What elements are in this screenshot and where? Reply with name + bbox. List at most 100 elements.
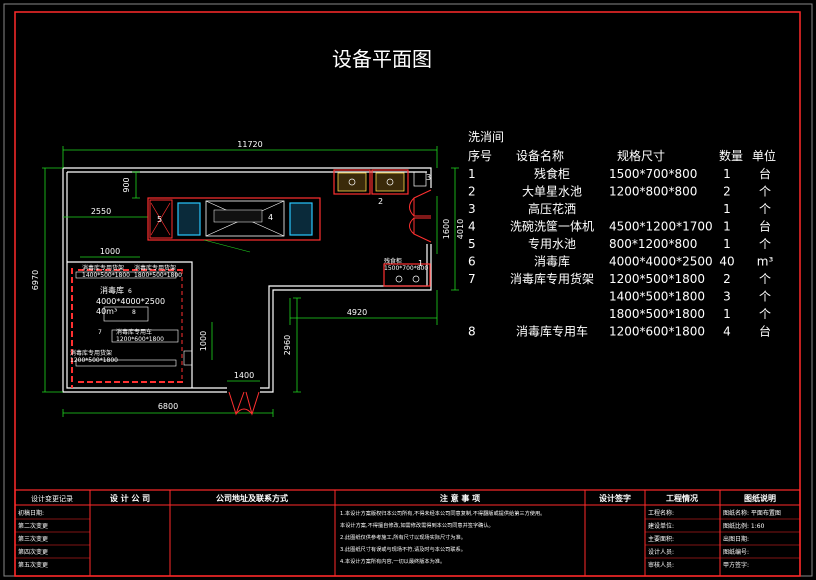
- disinfection-room: 消毒库专用货架 1400*500*1800 消毒库专用货架 1800*500*1…: [70, 264, 193, 388]
- tb-col-project: 工程情况: [666, 493, 698, 503]
- legend-row-no: 5: [468, 237, 476, 251]
- legend-row-spec: 4000*4000*2500: [609, 255, 713, 269]
- tb-change-row: 第二次变更: [18, 522, 48, 530]
- legend-row-qty: 2: [723, 272, 731, 286]
- label-fixture-1: 残食柜: [384, 257, 402, 265]
- legend-row-qty: 4: [723, 325, 731, 339]
- legend-row-spec: 1800*500*1800: [609, 307, 705, 321]
- legend-row-qty: 1: [723, 202, 731, 216]
- legend-row-qty: 1: [723, 237, 731, 251]
- label-4: 4: [268, 213, 273, 222]
- legend-row-spec: 1200*600*1800: [609, 325, 705, 339]
- tb-project-list: 工程名称:建设单位:主要面积:设计人员:审核人员:: [648, 509, 674, 569]
- tb-change-row: 第五次变更: [18, 561, 48, 569]
- label-3: 3: [426, 173, 431, 182]
- dim-4920: 4920: [347, 308, 367, 317]
- dim-1600: 1600: [442, 219, 451, 239]
- dim-2550: 2550: [91, 207, 111, 216]
- room-label: 消毒库: [100, 285, 124, 295]
- tb-project-row: 审核人员:: [648, 561, 674, 569]
- label-8: 8: [132, 309, 136, 316]
- legend-row-no: 7: [468, 272, 476, 286]
- legend-row-qty: 1: [723, 307, 731, 321]
- shelf-a-spec: 1400*500*1800: [82, 272, 130, 279]
- label-1: 1: [418, 259, 423, 268]
- room-no: 6: [128, 288, 132, 295]
- legend-header-qty: 数量: [719, 148, 743, 163]
- legend-row-spec: 800*1200*800: [609, 237, 697, 251]
- legend-row-no: 6: [468, 255, 476, 269]
- tb-col-address: 公司地址及联系方式: [216, 493, 288, 503]
- legend-row-unit: 台: [759, 166, 771, 181]
- legend-row-qty: 1: [723, 220, 731, 234]
- legend-header-no: 序号: [468, 148, 492, 163]
- tb-note-row: 4.本设计方案所有内容,一切以最终版本为准。: [340, 557, 445, 565]
- label-2: 2: [378, 197, 383, 206]
- cart-label: 消毒库专用车: [116, 328, 152, 336]
- double-sinks: 2: [333, 169, 409, 206]
- legend-row-qty: 3: [723, 290, 731, 304]
- legend-row-no: 2: [468, 185, 476, 199]
- legend-row-spec: 1200*800*800: [609, 185, 697, 199]
- tb-col-changes: 设计变更记录: [31, 494, 73, 503]
- legend-row-unit: 台: [759, 324, 771, 339]
- room-area: 40m³: [96, 307, 117, 316]
- legend-row-name: 消毒库专用货架: [510, 271, 594, 286]
- shelf-c-label: 消毒库专用货架: [70, 349, 112, 357]
- tb-note-row: 本设计方案,不得擅自修改,如需修改需得到本公司同意并签字确认。: [340, 521, 494, 529]
- legend-row-name: 消毒库专用车: [516, 324, 588, 339]
- tb-change-row: 第四次变更: [18, 548, 48, 556]
- legend-row-no: 4: [468, 220, 476, 234]
- legend-row-name: 洗碗洗筐一体机: [510, 219, 594, 234]
- shelf-b-spec: 1800*500*1800: [134, 272, 182, 279]
- legend-row-qty: 40: [719, 255, 734, 269]
- tb-note-row: 3.此图纸尺寸有误或与现场不符,请及时与本公司联系。: [340, 545, 466, 553]
- door-right: [409, 189, 432, 243]
- tb-col-company: 设 计 公 司: [110, 493, 150, 503]
- drawing-title: 设备平面图: [332, 47, 432, 71]
- tb-notes-list: 1.本设计方案版权归本公司所有,不得未经本公司同意复制,不得翻版或提供给第三方使…: [340, 509, 545, 565]
- legend-row-name: 专用水池: [528, 236, 576, 251]
- dim-2960: 2960: [283, 335, 292, 355]
- legend-row-unit: 个: [759, 185, 771, 199]
- dim-900: 900: [122, 177, 131, 192]
- tb-drawing-row: 出图日期:: [723, 535, 749, 543]
- legend-row-qty: 1: [723, 167, 731, 181]
- tb-drawing-row: 图纸比例: 1:60: [723, 522, 765, 530]
- shelf-b-label: 消毒库专用货架: [134, 264, 176, 272]
- legend-section: 洗消间: [468, 130, 504, 144]
- dim-1400: 1400: [234, 371, 254, 380]
- legend-row-spec: 1200*500*1800: [609, 272, 705, 286]
- tb-project-row: 工程名称:: [648, 509, 674, 517]
- tb-project-row: 主要面积:: [648, 535, 674, 543]
- legend-row-unit: 个: [759, 237, 771, 251]
- floor-plan-walls: [62, 167, 432, 393]
- legend-row-name: 大单星水池: [522, 185, 582, 199]
- legend-row-unit: 个: [759, 272, 771, 286]
- legend-row-no: 8: [468, 325, 476, 339]
- legend-header-unit: 单位: [752, 148, 776, 163]
- shelf-c-spec: 1200*500*1800: [70, 357, 118, 364]
- legend-row-name: 高压花洒: [528, 201, 576, 216]
- tb-drawing-row: 图纸编号:: [723, 548, 749, 556]
- shelf-a-label: 消毒库专用货架: [82, 264, 124, 272]
- dim-left: 6970: [31, 270, 40, 290]
- legend-header-spec: 规格尺寸: [617, 148, 665, 163]
- dim-1000a: 1000: [100, 247, 120, 256]
- tb-col-notes: 注 意 事 项: [440, 493, 480, 503]
- legend-row-no: 1: [468, 167, 476, 181]
- dim-1000b: 1000: [199, 331, 208, 351]
- legend-row-unit: m³: [757, 255, 774, 269]
- door-bottom: [228, 391, 260, 416]
- legend-row-unit: 个: [759, 202, 771, 216]
- tb-col-sign: 设计签字: [599, 493, 631, 503]
- label-fixture-1-spec: 1500*700*800: [384, 265, 428, 272]
- tb-drawing-row: 图纸名称: 平面布置图: [723, 509, 781, 517]
- sprayer: 3: [413, 171, 431, 187]
- dim-4010: 4010: [456, 219, 465, 239]
